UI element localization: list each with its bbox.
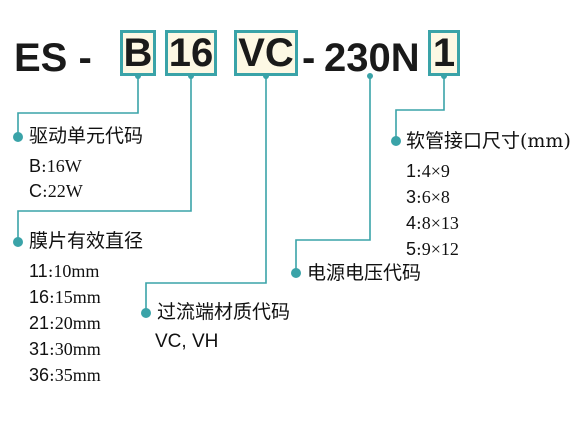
bullet-pipe: [391, 136, 401, 146]
drive-unit-title: 驱动单元代码: [29, 125, 144, 147]
diaphragm-row: 36:35mm: [29, 365, 101, 386]
diaphragm-row: 11:10mm: [29, 261, 100, 282]
code-pipe: 1: [432, 31, 456, 75]
hose-row: 3:6×8: [406, 187, 450, 208]
diaphragm-row: 31:30mm: [29, 339, 101, 360]
bullet-diameter: [13, 237, 23, 247]
diaphragm-row: 21:20mm: [29, 313, 101, 334]
diaphragm-title: 膜片有效直径: [29, 230, 144, 252]
drive-unit-row: C:22W: [29, 181, 83, 202]
connector-voltage: [295, 76, 371, 272]
hose-row: 4:8×13: [406, 213, 459, 234]
bullet-material: [141, 308, 151, 318]
code-box-drive: B: [120, 30, 156, 76]
code-drive: B: [123, 31, 153, 75]
code-dash: -: [302, 36, 316, 80]
bullet-drive: [13, 132, 23, 142]
connector-pipe: [395, 76, 445, 140]
code-prefix: ES -: [14, 36, 92, 80]
connector-drive: [17, 76, 139, 135]
material-title: 过流端材质代码: [157, 301, 291, 323]
hose-row: 5:9×12: [406, 239, 459, 260]
dot-voltage: [367, 73, 373, 79]
material-values: VC, VH: [155, 331, 219, 352]
power-title: 电源电压代码: [307, 262, 422, 284]
connector-diameter: [17, 76, 192, 240]
code-box-diameter: 16: [165, 30, 217, 76]
connector-material: [145, 76, 267, 310]
code-diameter: 16: [168, 31, 214, 75]
drive-unit-row: B:16W: [29, 156, 82, 177]
code-box-material: VC: [234, 30, 298, 76]
code-material: VC: [238, 31, 294, 75]
hose-row: 1:4×9: [406, 161, 450, 182]
diaphragm-row: 16:15mm: [29, 287, 101, 308]
hose-title: 软管接口尺寸(mm): [406, 130, 571, 152]
code-box-pipe: 1: [428, 30, 460, 76]
bullet-voltage: [291, 268, 301, 278]
code-voltage: 230N: [324, 36, 420, 80]
